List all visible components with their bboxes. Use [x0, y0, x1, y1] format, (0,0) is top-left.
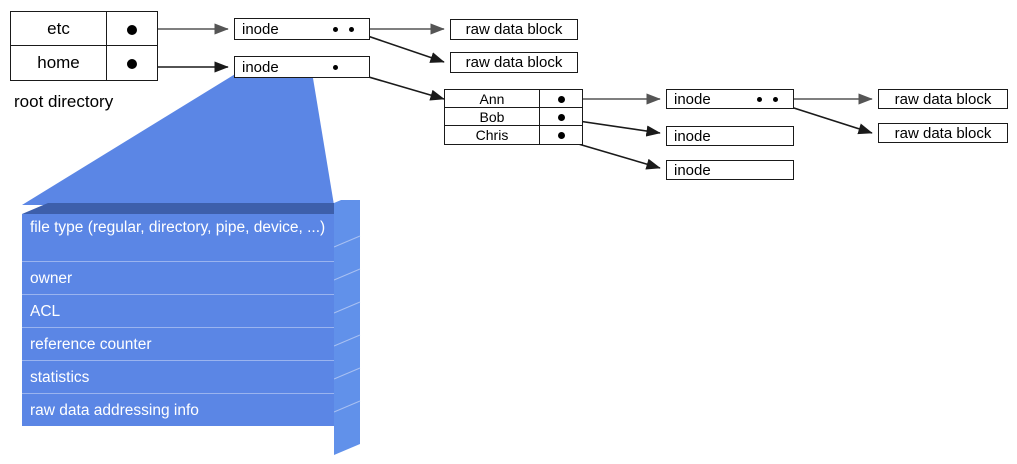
- pointer-dot-icon: [349, 27, 354, 32]
- root-entry-name-1[interactable]: home: [10, 45, 107, 81]
- inode-bob-label: inode: [674, 127, 711, 145]
- home-entry-name-0[interactable]: Ann: [444, 89, 540, 108]
- pointer-dot-icon: [127, 59, 137, 69]
- home-entry-pointer-0[interactable]: [539, 89, 583, 108]
- inode-etc-label: inode: [242, 20, 279, 38]
- block-field-5[interactable]: raw data addressing info: [22, 393, 334, 426]
- root-entry-pointer-1[interactable]: [106, 45, 158, 81]
- home-entry-name-2[interactable]: Chris: [444, 125, 540, 145]
- inode-detail-block: file type (regular, directory, pipe, dev…: [0, 190, 400, 464]
- raw-data-block-2[interactable]: raw data block: [450, 52, 578, 73]
- pointer-dot-icon: [127, 25, 137, 35]
- block-field-2[interactable]: ACL: [22, 294, 334, 327]
- inode-etc[interactable]: inode: [234, 18, 370, 40]
- pointer-dot-icon: [757, 97, 762, 102]
- inode-home-label: inode: [242, 58, 279, 76]
- inode-chris-label: inode: [674, 161, 711, 179]
- inode-bob[interactable]: inode: [666, 126, 794, 146]
- raw-data-block-4[interactable]: raw data block: [878, 123, 1008, 143]
- inode-ann-label: inode: [674, 90, 711, 108]
- block-top-face: [22, 203, 360, 214]
- root-entry-name-0[interactable]: etc: [10, 11, 107, 46]
- block-field-4[interactable]: statistics: [22, 360, 334, 393]
- block-side-shading: [333, 200, 361, 455]
- block-field-0[interactable]: file type (regular, directory, pipe, dev…: [22, 214, 334, 261]
- pointer-dot-icon: [333, 65, 338, 70]
- perspective-wedge: [22, 60, 334, 205]
- inode-home[interactable]: inode: [234, 56, 370, 78]
- root-entry-pointer-0[interactable]: [106, 11, 158, 46]
- block-field-1[interactable]: owner: [22, 261, 334, 294]
- pointer-dot-icon: [558, 114, 565, 121]
- inode-ann[interactable]: inode: [666, 89, 794, 109]
- pointer-dot-icon: [558, 96, 565, 103]
- block-field-3[interactable]: reference counter: [22, 327, 334, 360]
- home-entry-pointer-2[interactable]: [539, 125, 583, 145]
- root-directory-caption: root directory: [14, 92, 114, 111]
- home-entry-name-1[interactable]: Bob: [444, 107, 540, 126]
- raw-data-block-3[interactable]: raw data block: [878, 89, 1008, 109]
- inode-chris[interactable]: inode: [666, 160, 794, 180]
- raw-data-block-1[interactable]: raw data block: [450, 19, 578, 40]
- pointer-dot-icon: [333, 27, 338, 32]
- pointer-dot-icon: [558, 132, 565, 139]
- pointer-dot-icon: [773, 97, 778, 102]
- home-entry-pointer-1[interactable]: [539, 107, 583, 126]
